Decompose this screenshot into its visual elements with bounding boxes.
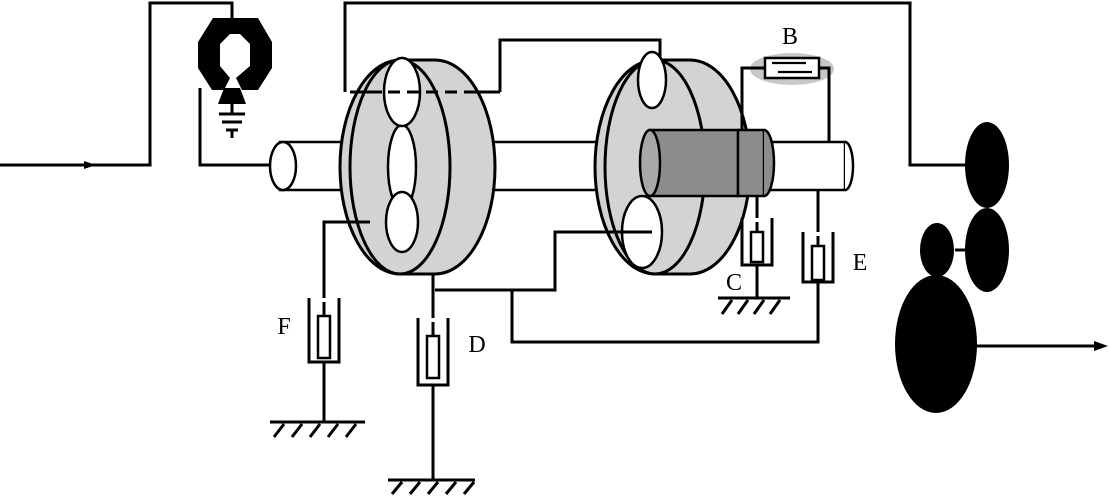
brake-f: F [270, 220, 370, 438]
output-carrier-link [343, 1, 975, 167]
input-line [0, 1, 234, 169]
label-c: C [726, 270, 742, 296]
label-e: E [853, 250, 868, 276]
brake-c: C [718, 196, 790, 315]
label-d: D [468, 332, 485, 358]
torque-converter-symbol [198, 18, 286, 167]
connector-ring1-to-ring2 [498, 38, 662, 92]
label-b: B [782, 24, 798, 50]
brake-d: D [388, 274, 486, 495]
output-gear-train [895, 122, 1108, 413]
planetary-gear-set-1 [338, 56, 500, 276]
clutch-e: E [510, 190, 868, 344]
label-f: F [277, 314, 290, 340]
sun-gear-sleeve [638, 128, 776, 198]
brake-b: B [740, 24, 834, 142]
